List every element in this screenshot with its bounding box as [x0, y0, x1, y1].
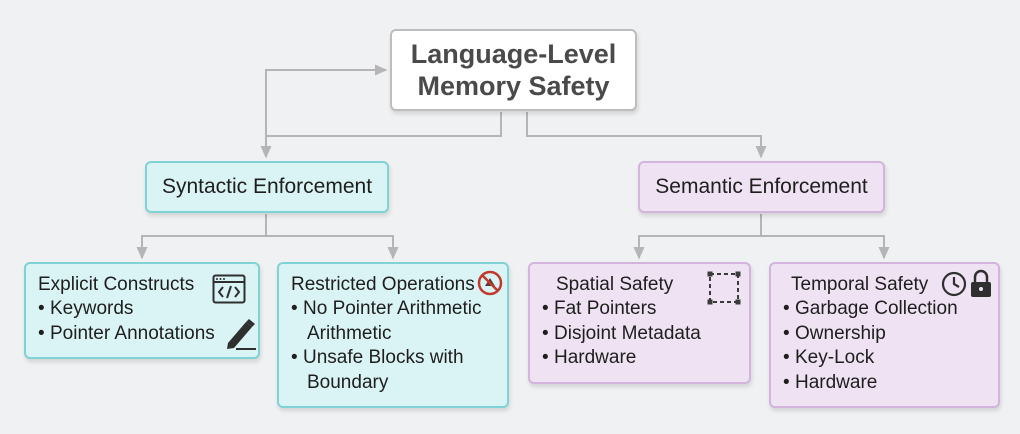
list-item-continuation: Arithmetic: [307, 322, 392, 344]
root-title-line-2: Memory Safety: [417, 71, 610, 101]
list-item: •No Pointer Arithmetic: [291, 298, 482, 319]
list-item: •Ownership: [783, 322, 886, 344]
spatial-safety-list: •Fat Pointers •Disjoint Metadata •Hardwa…: [542, 297, 749, 371]
restricted-operations-list: •No Pointer Arithmetic Arithmetic •Unsaf…: [291, 297, 507, 395]
explicit-constructs-title: Explicit Constructs: [38, 274, 195, 295]
code-window-icon: [212, 274, 246, 304]
syntactic-enforcement-label: Syntactic Enforcement: [161, 175, 373, 198]
pencil-icon: [227, 319, 256, 350]
list-item: •Pointer Annotations: [38, 322, 215, 344]
restricted-operations-title: Restricted Operations: [291, 274, 475, 295]
temporal-safety-list: •Garbage Collection •Ownership •Key-Lock…: [783, 297, 998, 395]
connector-root-to-semantic: [526, 112, 767, 159]
connector-syntactic-to-explicit: [136, 214, 267, 260]
connector-semantic-to-spatial: [633, 214, 762, 260]
semantic-enforcement-label: Semantic Enforcement: [655, 175, 868, 198]
list-item: •Disjoint Metadata: [542, 322, 701, 344]
connector-root-to-syntactic: [260, 112, 502, 159]
list-item: •Hardware: [783, 371, 878, 393]
list-item: •Unsafe Blocks with: [291, 347, 464, 368]
list-item: •Keywords: [38, 298, 134, 319]
explicit-constructs-node: Explicit Constructs •Keywords •Pointer A…: [24, 262, 260, 359]
syntactic-enforcement-node: Syntactic Enforcement: [145, 161, 389, 213]
prohibited-icon: [477, 270, 503, 296]
connector-semantic-to-temporal: [761, 235, 890, 260]
list-item: •Key-Lock: [783, 347, 875, 368]
connector-syntactic-to-restricted: [266, 235, 399, 260]
temporal-safety-title: Temporal Safety: [791, 274, 929, 295]
root-node: Language-Level Memory Safety: [390, 29, 637, 111]
dashed-selection-icon: [707, 271, 741, 305]
semantic-enforcement-node: Semantic Enforcement: [638, 161, 885, 213]
clock-icon: [941, 271, 967, 297]
connector-loop-to-root: [265, 64, 388, 136]
temporal-safety-node: Temporal Safety •Garbage Collection •Own…: [769, 262, 1000, 408]
list-item: •Hardware: [542, 347, 637, 368]
explicit-constructs-list: •Keywords •Pointer Annotations: [38, 297, 258, 346]
list-item-continuation: Boundary: [307, 371, 389, 393]
spatial-safety-node: Spatial Safety •Fat Pointers •Disjoint M…: [528, 262, 751, 384]
padlock-icon: [971, 269, 991, 297]
spatial-safety-title: Spatial Safety: [556, 274, 674, 295]
list-item: •Fat Pointers: [542, 298, 657, 319]
restricted-operations-node: Restricted Operations •No Pointer Arithm…: [277, 262, 509, 408]
list-item: •Garbage Collection: [783, 298, 958, 319]
root-title-line-1: Language-Level: [410, 39, 617, 69]
